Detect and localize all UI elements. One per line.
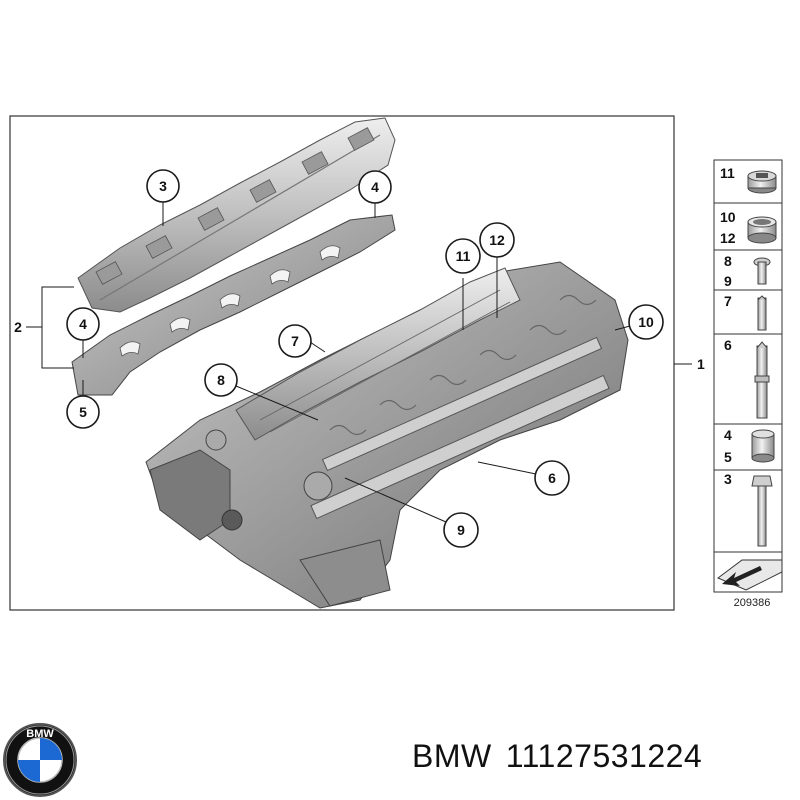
- callout-12: 12: [479, 222, 515, 258]
- bearing-ladder-lower: [71, 214, 396, 396]
- seal-cup-icon: [747, 216, 777, 244]
- svg-text:6: 6: [548, 470, 556, 486]
- legend-8: 8: [724, 253, 732, 269]
- bmw-logo: BMW: [3, 723, 77, 797]
- leader-10: [614, 325, 631, 331]
- legend-12: 12: [720, 230, 736, 246]
- parts-legend: 11 10 12 8 9 7 6 4 5 3: [713, 159, 783, 593]
- small-bolt-icon: [753, 257, 771, 285]
- legend-5: 5: [724, 449, 732, 465]
- leader-8: [235, 385, 319, 421]
- part-number: 11127531224: [505, 738, 703, 774]
- callout-2: 2: [14, 319, 22, 335]
- arrow-plate-icon: [717, 559, 783, 591]
- bearing-ladder-upper: [77, 117, 396, 313]
- brand-part-line: BMW 11127531224: [412, 738, 716, 775]
- callout-3: 3: [146, 169, 180, 203]
- stud-icon: [757, 295, 767, 331]
- callout-6: 6: [534, 460, 570, 496]
- legend-11: 11: [720, 165, 735, 181]
- svg-text:4: 4: [371, 179, 379, 195]
- svg-text:5: 5: [79, 404, 87, 420]
- svg-text:12: 12: [489, 232, 505, 248]
- main-frame: [9, 115, 675, 611]
- legend-9: 9: [724, 273, 732, 289]
- legend-6: 6: [724, 337, 732, 353]
- sleeve-icon: [751, 429, 775, 463]
- svg-text:9: 9: [457, 522, 465, 538]
- svg-text:7: 7: [291, 333, 299, 349]
- svg-text:8: 8: [217, 372, 225, 388]
- callout-8: 8: [204, 363, 238, 397]
- bracket-2: [26, 286, 74, 369]
- plug-icon: [747, 170, 777, 194]
- leader-7: [309, 341, 326, 353]
- callout-9: 9: [443, 512, 479, 548]
- callout-11: 11: [445, 238, 481, 274]
- svg-text:3: 3: [159, 178, 167, 194]
- leader-9: [344, 477, 447, 523]
- callout-5: 5: [66, 395, 100, 429]
- legend-7: 7: [724, 293, 732, 309]
- leader-6: [477, 461, 537, 475]
- svg-text:4: 4: [79, 316, 87, 332]
- brand-name: BMW: [412, 738, 492, 774]
- long-bolt-icon: [751, 475, 773, 547]
- reference-number: 209386: [734, 597, 771, 609]
- callout-10: 10: [628, 304, 664, 340]
- callout-4-left: 4: [66, 307, 100, 341]
- callout-4-top: 4: [358, 170, 392, 204]
- callout-1: 1: [697, 356, 705, 372]
- svg-text:11: 11: [456, 248, 471, 264]
- legend-4: 4: [724, 427, 732, 443]
- callout-7: 7: [278, 324, 312, 358]
- legend-10: 10: [720, 209, 736, 225]
- svg-text:BMW: BMW: [26, 728, 54, 740]
- svg-text:10: 10: [638, 314, 654, 330]
- cylinder-head: [145, 261, 629, 609]
- long-stud-icon: [754, 341, 770, 419]
- legend-3: 3: [724, 471, 732, 487]
